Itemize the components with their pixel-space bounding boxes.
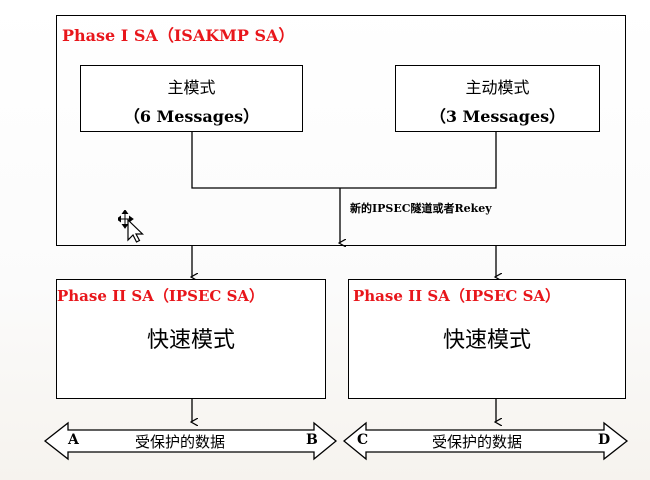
rekey-label: 新的IPSEC隧道或者Rekey: [350, 202, 492, 215]
aggressive-mode-label: 主动模式: [465, 78, 530, 97]
main-mode-connector: [191, 131, 497, 189]
protected-data-arrow-right: [342, 421, 629, 461]
aggressive-mode-messages: （3 Messages）: [429, 107, 566, 126]
phase2-right-box: [348, 279, 626, 399]
endpoint-a-label: A: [68, 432, 79, 448]
phase2-right-title: Phase II SA（IPSEC SA）: [353, 287, 561, 305]
phase1-title: Phase I SA（ISAKMP SA）: [62, 26, 295, 45]
phase2-left-title: Phase II SA（IPSEC SA）: [57, 287, 265, 305]
endpoint-c-label: C: [357, 432, 369, 448]
protected-data-right-label: 受保护的数据: [432, 433, 523, 451]
main-mode-box: 主模式 （6 Messages）: [80, 65, 303, 132]
protected-data-arrow-left: [43, 421, 338, 461]
protected-data-left-label: 受保护的数据: [135, 433, 226, 451]
main-mode-messages: （6 Messages）: [123, 107, 260, 126]
phase2-right-mode: 快速模式: [442, 328, 531, 353]
move-cursor-icon: [118, 210, 144, 243]
main-mode-label: 主模式: [167, 78, 216, 97]
phase1-box: [56, 15, 626, 246]
aggressive-mode-box: 主动模式 （3 Messages）: [395, 65, 600, 132]
endpoint-b-label: B: [306, 432, 318, 448]
phase2-left-box: [56, 279, 326, 399]
endpoint-d-label: D: [598, 432, 611, 448]
phase2-left-mode: 快速模式: [146, 328, 235, 353]
